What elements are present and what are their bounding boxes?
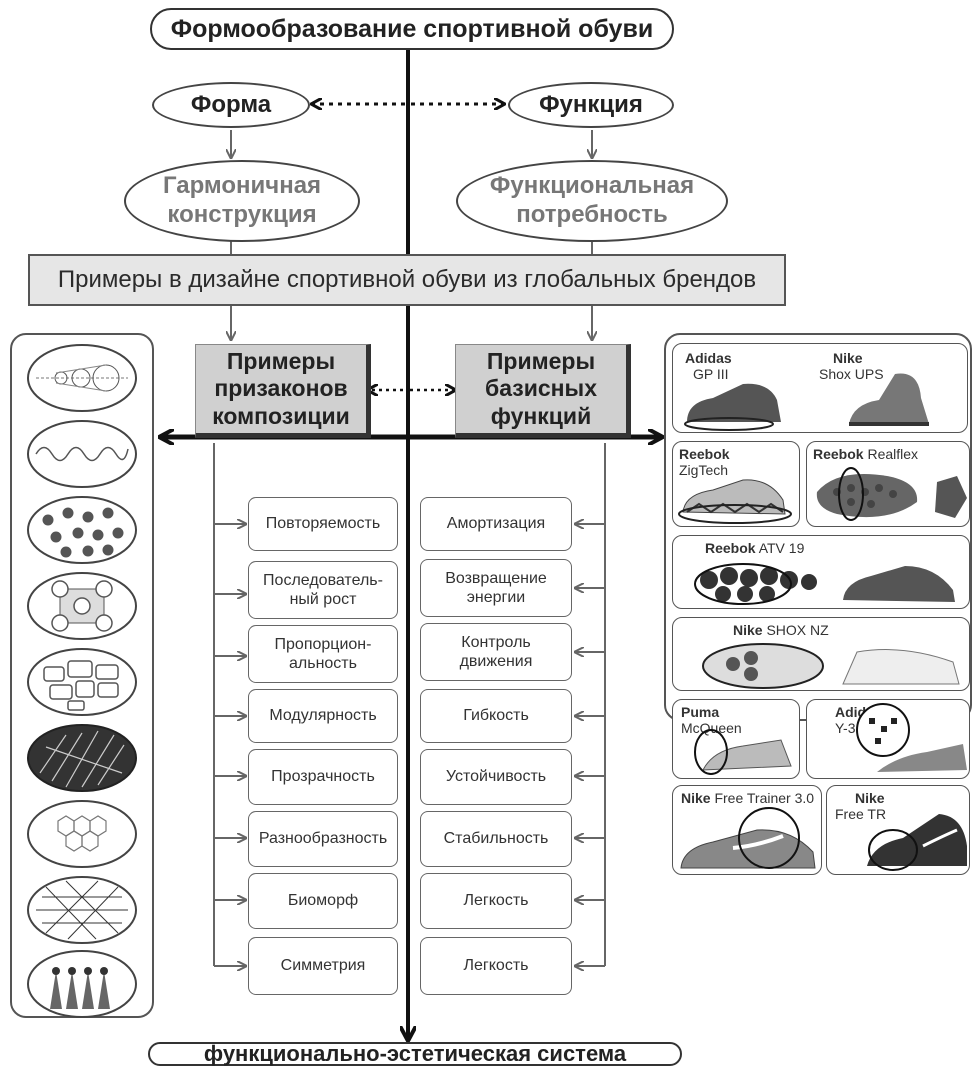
harmonic-line-2: конструкция: [167, 201, 317, 228]
shoe-card-nike-shox-nz: Nike SHOX NZ: [672, 617, 970, 691]
shoe-image: [680, 807, 816, 869]
shoe-brand: Reebok: [679, 446, 730, 462]
composition-box-line-1: Примеры: [226, 348, 336, 375]
function-label: Функция: [539, 91, 643, 118]
shoe-card-puma-mcqueen: Puma McQueen: [672, 699, 800, 779]
functions-box-line-3: функций: [490, 402, 592, 429]
shoe-card-reebok-atv19: Reebok ATV 19: [672, 535, 970, 609]
functions-branches: [575, 524, 605, 966]
bottom-node: функционально-эстетическая система: [148, 1041, 682, 1066]
pattern-biomorph-icon: [27, 950, 137, 1018]
shoe-model: ZigTech: [679, 462, 729, 478]
function-node: Функция: [508, 82, 674, 128]
function-item: Амортизация: [420, 497, 572, 551]
function-item: Легкость: [420, 873, 572, 929]
composition-box-line-2: призаконов: [214, 375, 348, 402]
function-item: Устойчивость: [420, 749, 572, 805]
title-node: Формообразование спортивной обуви: [150, 8, 674, 50]
need-line-2: потребность: [516, 201, 668, 228]
banner-text: Примеры в дизайне спортивной обуви из гл…: [57, 266, 757, 293]
composition-item: Последователь- ный рост: [248, 561, 398, 619]
harmonic-line-1: Гармоничная: [162, 172, 322, 200]
brands-banner: Примеры в дизайне спортивной обуви из гл…: [28, 254, 786, 306]
pattern-texture-icon: [27, 724, 137, 792]
shoe-brand: Nike: [681, 790, 711, 806]
shoe-image: [684, 373, 929, 431]
pattern-dots-icon: [27, 496, 137, 564]
shoe-card-nike-free-trainer: Nike Free Trainer 3.0: [672, 785, 822, 875]
shoe-card-adidas-gp3-nike-shox-ups: Adidas GP III Nike Shox UPS: [672, 343, 968, 433]
shoe-card-nike-free-tr: Nike Free TR: [826, 785, 970, 875]
functions-box-line-2: базисных: [485, 375, 597, 402]
bottom-text: функционально-эстетическая система: [203, 1041, 627, 1066]
composition-item: Прозрачность: [248, 749, 398, 805]
title-text: Формообразование спортивной обуви: [170, 14, 654, 43]
composition-item: Повторяемость: [248, 497, 398, 551]
shoe-model: ATV 19: [758, 540, 805, 556]
composition-item: Пропорцион- альность: [248, 625, 398, 683]
shoe-image: [694, 729, 792, 775]
shoe-model: McQueen: [681, 720, 742, 736]
form-node: Форма: [152, 82, 310, 128]
shoes-panel: Adidas GP III Nike Shox UPS Reebok ZigTe…: [664, 333, 972, 875]
need-line-1: Функциональная: [489, 172, 695, 200]
shoe-card-reebok-realflex: Reebok Realflex: [806, 441, 970, 527]
shoe-model: Free TR: [835, 806, 887, 822]
composition-box-line-3: композиции: [212, 402, 350, 429]
pattern-modules-icon: [27, 572, 137, 640]
shoe-image: [678, 479, 792, 524]
pattern-honeycomb-icon: [27, 800, 137, 868]
shoe-brand: Reebok: [813, 446, 864, 462]
function-item: Гибкость: [420, 689, 572, 743]
shoe-model: Shox UPS: [819, 366, 884, 382]
composition-item: Симметрия: [248, 937, 398, 995]
shoe-image: [702, 643, 960, 689]
composition-item: Модулярность: [248, 689, 398, 743]
shoe-model: Realflex: [867, 446, 919, 462]
composition-item: Разнообразность: [248, 811, 398, 867]
pattern-repetition-icon: [27, 344, 137, 412]
shoe-brand: Nike: [855, 790, 885, 806]
form-label: Форма: [190, 91, 272, 118]
shoe-brand: Nike: [733, 622, 763, 638]
shoe-brand: Reebok: [705, 540, 756, 556]
functions-box-line-1: Примеры: [486, 348, 596, 375]
shoe-brand: Nike: [833, 350, 863, 366]
composition-branches: [214, 524, 246, 966]
shoe-image: [816, 467, 967, 521]
patterns-panel: [10, 333, 154, 1018]
pattern-wave-icon: [27, 420, 137, 488]
pattern-blocks-icon: [27, 648, 137, 716]
function-item: Легкость: [420, 937, 572, 995]
shoe-image: [694, 563, 955, 605]
shoe-card-adidas-y3-honja: Adidas Y-3 Honja: [806, 699, 970, 779]
shoe-brand: Adidas: [685, 350, 732, 366]
shoe-image: [867, 814, 967, 871]
shoe-image: [856, 703, 967, 772]
shoe-card-reebok-zigtech: Reebok ZigTech: [672, 441, 800, 527]
shoe-model: Free Trainer 3.0: [714, 790, 815, 806]
composition-item: Биоморф: [248, 873, 398, 929]
pattern-grid-icon: [27, 876, 137, 944]
shoe-brand: Puma: [681, 704, 720, 720]
shoe-model: SHOX NZ: [766, 622, 829, 638]
function-item: Стабильность: [420, 811, 572, 867]
function-item: Возвращение энергии: [420, 559, 572, 617]
shoe-model: GP III: [693, 366, 729, 382]
function-item: Контроль движения: [420, 623, 572, 681]
